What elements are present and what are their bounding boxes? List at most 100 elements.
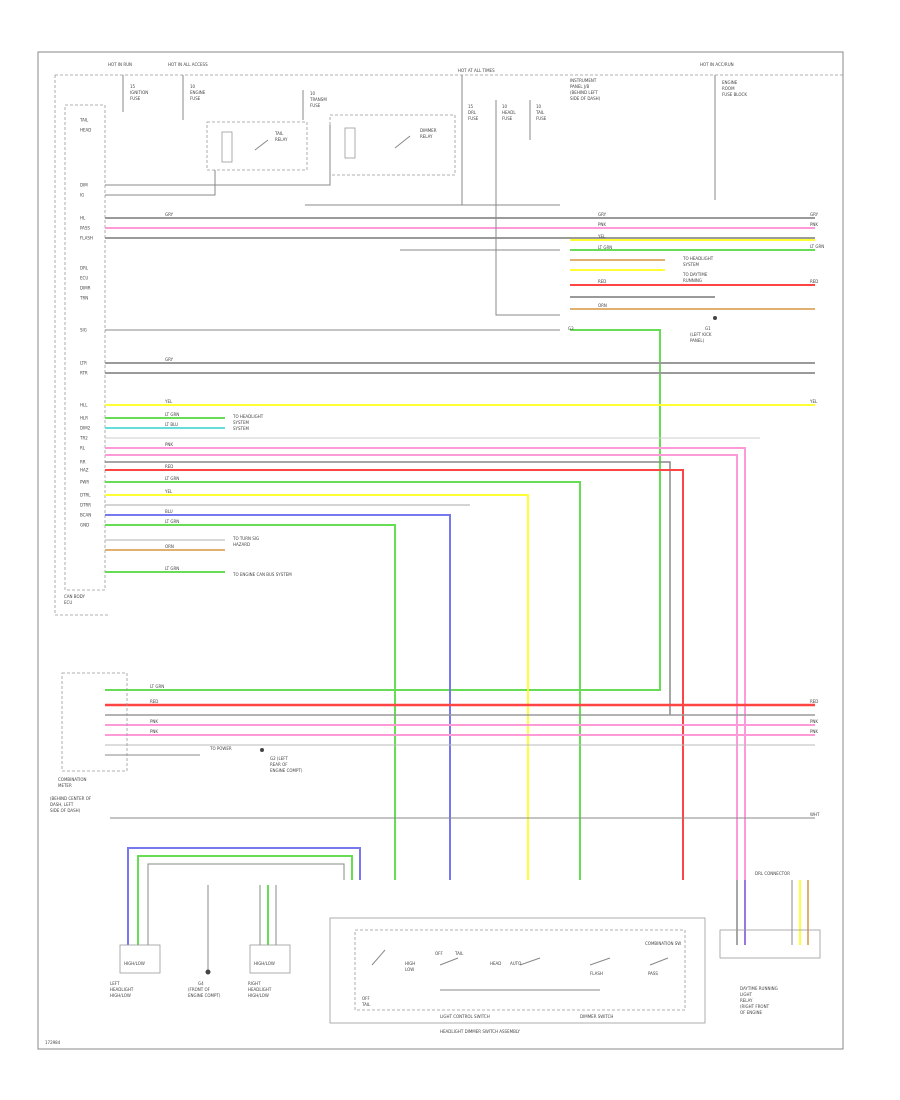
svg-text:RED: RED (598, 279, 606, 284)
svg-text:PNK: PNK (150, 719, 158, 724)
svg-text:DASH, LEFT: DASH, LEFT (50, 802, 74, 807)
wire-pink-2 (105, 447, 746, 880)
svg-text:TRANSM: TRANSM (309, 97, 327, 102)
svg-text:LT GRN: LT GRN (165, 519, 179, 524)
wire-green-4 (105, 481, 581, 880)
svg-text:TAIL: TAIL (274, 131, 284, 136)
ecu-pin-label: BCAN (80, 513, 91, 518)
wire-yellow-4 (105, 494, 529, 880)
svg-text:TAIL: TAIL (361, 1002, 371, 1007)
page-code: 172984 (45, 1040, 61, 1045)
svg-text:SYSTEM: SYSTEM (233, 420, 249, 425)
wire-harness (105, 125, 815, 970)
svg-text:10: 10 (502, 104, 508, 109)
svg-text:TO HEADLIGHT: TO HEADLIGHT (232, 414, 264, 419)
svg-text:DIMMER SWITCH: DIMMER SWITCH (580, 1014, 613, 1019)
fuse-6: 10 TAIL FUSE (529, 100, 547, 140)
fuse-5: 10 HEADL FUSE (495, 100, 516, 140)
svg-text:FUSE: FUSE (190, 96, 201, 101)
svg-text:G4: G4 (198, 981, 204, 986)
svg-text:HEAD: HEAD (490, 961, 501, 966)
svg-text:BLU: BLU (165, 509, 173, 514)
svg-text:LT GRN: LT GRN (150, 684, 164, 689)
svg-text:LT GRN: LT GRN (810, 244, 824, 249)
ecu-pin-label: HLL (80, 403, 88, 408)
svg-text:DRL: DRL (468, 110, 477, 115)
svg-text:TO DAYTIME: TO DAYTIME (682, 272, 708, 277)
right-headlight: HIGH/LOW RIGHT HEADLIGHT HIGH/LOW (248, 944, 291, 998)
svg-text:PNK: PNK (810, 729, 818, 734)
ecu-pin-label: DTRL (80, 493, 91, 498)
drl-relay: DRL CONNECTOR DAYTIME RUNNING LIGHT RELA… (719, 871, 821, 1015)
svg-text:10: 10 (536, 104, 542, 109)
svg-text:HEADLIGHT: HEADLIGHT (248, 987, 272, 992)
svg-text:FUSE: FUSE (310, 103, 321, 108)
fuse-block-note: INSTRUMENT PANEL J/B (BEHIND LEFT SIDE O… (570, 75, 747, 200)
svg-text:GRY: GRY (165, 357, 174, 362)
svg-text:HEADLIGHT DIMMER SWITCH ASSEMB: HEADLIGHT DIMMER SWITCH ASSEMBLY (440, 1029, 521, 1034)
svg-text:DIMMER: DIMMER (420, 128, 437, 133)
svg-text:G1: G1 (705, 326, 711, 331)
svg-text:TO HEADLIGHT: TO HEADLIGHT (682, 256, 714, 261)
svg-text:YEL: YEL (597, 234, 606, 239)
ecu-pin-label: TAIL (79, 118, 89, 123)
svg-text:SYSTEM: SYSTEM (233, 426, 249, 431)
svg-text:YEL: YEL (164, 489, 173, 494)
svg-text:TO ENGINE CAN BUS SYSTEM: TO ENGINE CAN BUS SYSTEM (232, 572, 292, 577)
svg-text:PNK: PNK (150, 729, 158, 734)
svg-text:PASS: PASS (648, 971, 658, 976)
svg-text:HAZARD: HAZARD (233, 542, 250, 547)
ecu-pin-label: RL (80, 446, 86, 451)
svg-text:HEADLIGHT: HEADLIGHT (110, 987, 134, 992)
svg-text:COMBINATION SW: COMBINATION SW (645, 941, 681, 946)
svg-text:GRY: GRY (598, 212, 607, 217)
wire-green-2 (105, 329, 661, 691)
svg-text:GRY: GRY (165, 212, 174, 217)
ecu-pin-label: RTR (80, 371, 88, 376)
svg-text:ECU: ECU (64, 600, 72, 605)
wire-green-5 (105, 524, 396, 880)
svg-text:(FRONT OF: (FRONT OF (188, 987, 211, 992)
svg-text:DRL CONNECTOR: DRL CONNECTOR (755, 871, 790, 876)
callouts: TO HEADLIGHT SYSTEM TO DAYTIME RUNNING G… (209, 256, 717, 773)
fuse-group: 15 IGNITION FUSE 10 ENGINE FUSE 10 TRANS… (122, 75, 547, 140)
svg-text:HIGH/LOW: HIGH/LOW (124, 961, 145, 966)
ecu-pin-label: HLR (80, 416, 88, 421)
svg-text:AUTO: AUTO (510, 961, 521, 966)
label-hot-all: HOT AT ALL TIMES (458, 68, 495, 73)
svg-text:FUSE BLOCK: FUSE BLOCK (722, 92, 747, 97)
label-hot-run: HOT IN RUN (108, 62, 132, 67)
svg-text:WHT: WHT (810, 812, 820, 817)
combination-meter: COMBINATION METER (BEHIND CENTER OF DASH… (50, 672, 128, 813)
svg-text:LT GRN: LT GRN (165, 566, 179, 571)
svg-text:ENGINE COMPT): ENGINE COMPT) (270, 768, 303, 773)
svg-text:10: 10 (190, 84, 196, 89)
wire-codes: GRY GRY PNK YEL LT GRN RED ORN GRY PNK L… (150, 212, 824, 817)
svg-text:FLASH: FLASH (590, 971, 603, 976)
fuse-4: 15 DRL FUSE (461, 75, 479, 140)
svg-text:TO TURN SIG: TO TURN SIG (232, 536, 259, 541)
ecu-pin-label: DIMR (80, 286, 91, 291)
svg-text:LIGHT CONTROL SWITCH: LIGHT CONTROL SWITCH (440, 1014, 490, 1019)
power-rails: HOT IN RUN HOT IN ALL ACCESS HOT AT ALL … (55, 62, 845, 76)
svg-text:PNK: PNK (598, 222, 606, 227)
svg-text:GRY: GRY (810, 212, 819, 217)
ecu-pin-label: HEAD (80, 128, 91, 133)
ecu-pin-label: FLASH (80, 236, 93, 241)
svg-text:PANEL J/B: PANEL J/B (570, 84, 589, 89)
svg-text:INSTRUMENT: INSTRUMENT (570, 78, 597, 83)
ecu-pin-label: PASS (80, 226, 90, 231)
svg-text:G2 (LEFT: G2 (LEFT (270, 756, 288, 761)
svg-text:LOW: LOW (405, 967, 414, 972)
ecu-pin-label: PWR (80, 480, 89, 485)
svg-text:FUSE: FUSE (468, 116, 479, 121)
svg-text:FUSE: FUSE (502, 116, 513, 121)
svg-text:RED: RED (810, 279, 818, 284)
ecu-pin-label: IG (80, 193, 84, 198)
svg-text:METER: METER (58, 783, 72, 788)
svg-text:SIDE OF DASH): SIDE OF DASH) (50, 808, 81, 813)
svg-text:ROOM: ROOM (722, 86, 735, 91)
svg-text:RED: RED (810, 699, 818, 704)
ecu-pin-label: DIM2 (80, 426, 91, 431)
svg-text:(BEHIND CENTER OF: (BEHIND CENTER OF (50, 796, 92, 801)
